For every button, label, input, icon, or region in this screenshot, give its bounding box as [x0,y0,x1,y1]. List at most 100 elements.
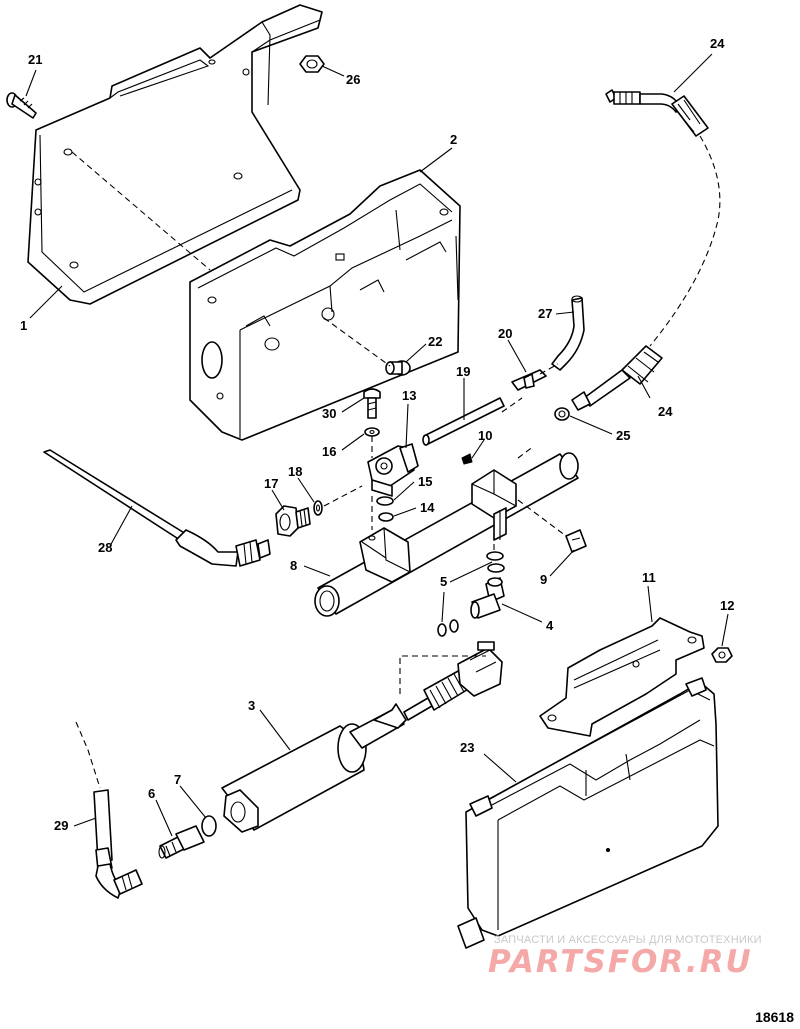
part-23-tank [457,677,719,949]
part-16-washer [364,427,380,437]
part-29-hose [75,721,143,899]
part-28-fuel-line [43,449,271,567]
leader-24-top [673,53,713,93]
part-25-oring [554,407,570,421]
callout-3: 3 [248,698,255,713]
callout-11: 11 [642,570,656,585]
assembly-line-plug-22 [323,317,391,367]
leader-25 [569,415,613,435]
part-22-plug [385,360,411,376]
callout-29: 29 [54,818,68,833]
part-12-nut [711,647,733,663]
leader-16 [341,433,365,451]
callout-5: 5 [440,574,447,589]
leader-30 [341,397,365,413]
leader-22 [405,343,427,363]
leader-1 [29,285,63,319]
assembly-line-hose-27 [539,363,559,375]
watermark-tagline: ЗАПЧАСТИ И АКСЕССУАРЫ ДЛЯ МОТОТЕХНИКИ [494,934,762,946]
leader-4 [501,603,543,623]
leader-12 [721,613,729,647]
part-18-washer [313,500,323,516]
part-7-filter-disc [201,815,217,837]
leader-27 [555,311,575,315]
part-26-nut [299,55,325,73]
callout-20: 20 [498,326,512,341]
leader-29 [73,817,97,827]
part-14-oring [378,512,394,522]
part-9-screw [565,529,587,553]
watermark-logo: PARTSFOR.RU [488,944,753,980]
leader-3 [259,709,291,751]
part-24-fuel-line-top [605,89,709,137]
part-8-fuel-rail [314,452,579,617]
assembly-line-rail [517,445,535,459]
leader-10 [471,439,485,459]
callout-24-lower: 24 [658,404,673,419]
part-21-screw [6,92,37,119]
leader-7 [179,785,207,819]
part-10-plug [461,453,473,465]
callout-4: 4 [546,618,554,633]
figure-number: 18618 [755,1009,794,1025]
part-5-oring-lower-b [449,619,459,633]
callout-24-top: 24 [710,36,725,51]
pump-connection-path [399,655,486,694]
callout-12: 12 [720,598,734,613]
leader-26 [321,65,345,77]
callout-30: 30 [322,406,336,421]
leader-6 [155,799,173,837]
callout-19: 19 [456,364,470,379]
callout-15: 15 [418,474,432,489]
part-20-fitting [511,369,547,391]
screw-9-path [517,499,567,537]
callout-22: 22 [428,334,442,349]
callout-18: 18 [288,464,302,479]
part-6-adapter [158,825,205,859]
part-5-oring-upper-b [487,563,505,573]
part-4-elbow [470,577,505,619]
callout-28: 28 [98,540,112,555]
callout-6: 6 [148,786,155,801]
part-30-bolt [363,388,381,419]
part-17-fitting [275,505,311,537]
callout-7: 7 [174,772,181,787]
part-19-rod [422,397,505,446]
leader-14 [393,507,417,517]
part-27-hose [551,295,585,371]
callout-10: 10 [478,428,492,443]
part-15-oring [376,496,394,506]
callout-13: 13 [402,388,416,403]
assembly-line-bracket [71,151,211,271]
leader-18 [297,477,315,503]
fuel-line-dashed-path [649,135,721,347]
callout-1: 1 [20,318,27,333]
callout-25: 25 [616,428,630,443]
leader-13 [405,403,409,449]
part-13-regulator [367,443,419,497]
leader-15 [393,481,415,501]
leader-24-lower [637,375,651,399]
callout-26: 26 [346,72,360,87]
callout-14: 14 [420,500,435,515]
callout-16: 16 [322,444,336,459]
callout-9: 9 [540,572,547,587]
callout-8: 8 [290,558,297,573]
part-11-bracket [539,617,705,737]
part-5-oring-upper-a [486,551,504,561]
leader-28 [109,505,133,547]
callout-17: 17 [264,476,278,491]
hose-29-path [75,721,101,789]
leader-9 [549,549,575,577]
leader-11 [647,585,653,623]
leader-8 [303,565,331,577]
leader-23 [483,753,517,783]
part-5-oring-lower-a [437,623,447,637]
leader-17 [271,489,285,511]
callout-2: 2 [450,132,457,147]
assembly-line-rod [501,397,523,413]
part-1-bracket [27,4,323,305]
leader-21 [25,69,37,97]
